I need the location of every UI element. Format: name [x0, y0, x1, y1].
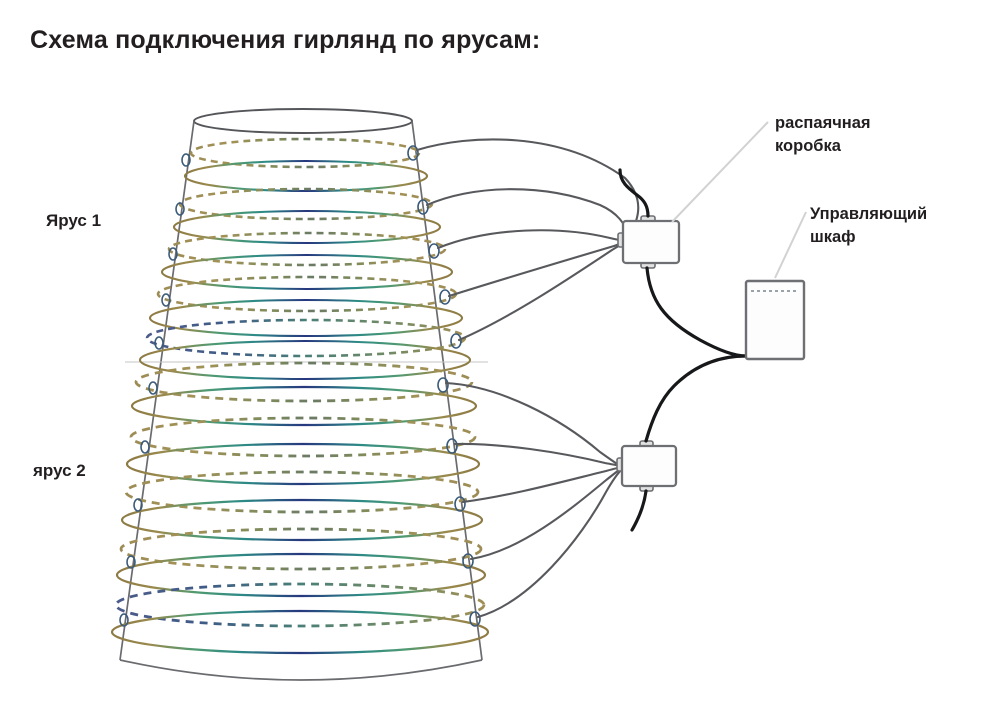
attachment-node — [133, 498, 143, 512]
junction-box-top-body[interactable] — [621, 219, 681, 265]
control-cabinet-leader-line — [774, 211, 807, 279]
garland-ring-solid — [115, 552, 487, 598]
garland-ring-solid — [120, 498, 484, 542]
attachment-node — [168, 247, 178, 261]
attachment-node — [469, 611, 481, 627]
attachment-node — [140, 440, 150, 454]
attachment-node — [437, 377, 449, 393]
attachment-node — [148, 381, 158, 395]
garland-ring-dashed — [167, 231, 447, 267]
garland-ring-dashed — [145, 318, 467, 358]
attachment-node — [446, 438, 458, 454]
main-trunk-cables — [618, 168, 748, 532]
attachment-node — [154, 336, 164, 350]
garland-ring-dashed — [114, 582, 486, 628]
trunk-cable-top-to-cabinet — [645, 266, 748, 358]
tier-1-garland-rings — [138, 137, 472, 381]
callout-leader-lines — [671, 121, 807, 279]
control-cabinet[interactable] — [744, 279, 806, 361]
attachment-node — [175, 202, 185, 216]
cone-bottom-arc — [119, 659, 483, 681]
garland-ring-solid — [183, 159, 429, 193]
feeder-cable — [415, 138, 640, 223]
attachment-node — [119, 613, 129, 627]
garland-attachment-nodes — [119, 145, 481, 627]
trunk-cable-bottom-to-cabinet — [644, 354, 748, 443]
attachment-node — [428, 243, 440, 259]
feeder-cable — [436, 229, 628, 250]
garland-ring-solid — [125, 442, 481, 486]
garland-ring-dashed — [134, 361, 474, 403]
attachment-node — [417, 199, 429, 215]
tier-1-feeder-cables — [415, 138, 640, 342]
tier-1-label: Ярус 1 — [46, 211, 102, 230]
cone-top-rim — [193, 108, 413, 134]
attachment-node — [161, 293, 171, 307]
garland-ring-solid — [130, 385, 478, 427]
garland-ring-solid — [148, 298, 464, 338]
garland-ring-solid — [160, 253, 454, 291]
junction-box-top[interactable] — [617, 215, 681, 269]
trunk-cable-bottom-stub — [630, 489, 648, 532]
tier-2-label: ярус 2 — [33, 461, 86, 480]
junction-box-callout-label: распаячная коробка — [775, 114, 871, 156]
trunk-cable-top-stub — [618, 168, 650, 218]
garland-ring-solid — [172, 209, 442, 245]
attachment-node — [450, 333, 462, 349]
garland-ring-dashed — [119, 527, 483, 571]
garland-ring-solid — [138, 339, 472, 381]
tier-2-garland-rings — [110, 361, 490, 655]
garland-ring-solid — [110, 609, 490, 655]
garland-ring-dashed — [156, 275, 458, 313]
junction-box-bottom[interactable] — [616, 440, 678, 492]
feeder-cable — [461, 465, 624, 504]
feeder-cable — [447, 240, 626, 298]
feeder-cable — [444, 381, 624, 469]
attachment-node — [454, 496, 466, 512]
control-cabinet-callout-label: Управляющий шкаф — [810, 205, 928, 247]
junction-box-bottom-body[interactable] — [620, 444, 678, 488]
attachment-node — [407, 145, 419, 161]
feeder-cable — [453, 442, 624, 468]
feeder-cable — [469, 466, 624, 561]
attachment-node — [126, 555, 136, 569]
feeder-cable — [457, 241, 625, 342]
garland-ring-dashed — [189, 137, 421, 169]
garland-ring-dashed — [129, 416, 477, 458]
junction-box-leader-line — [671, 121, 769, 223]
attachment-node — [181, 153, 191, 167]
garland-ring-dashed — [124, 470, 480, 514]
page-title: Схема подключения гирлянд по ярусам: — [30, 26, 541, 54]
attachment-node — [462, 553, 474, 569]
attachment-node — [439, 289, 451, 305]
control-cabinet-body[interactable] — [744, 279, 806, 361]
feeder-cable — [425, 188, 631, 238]
feeder-cable — [476, 467, 624, 619]
